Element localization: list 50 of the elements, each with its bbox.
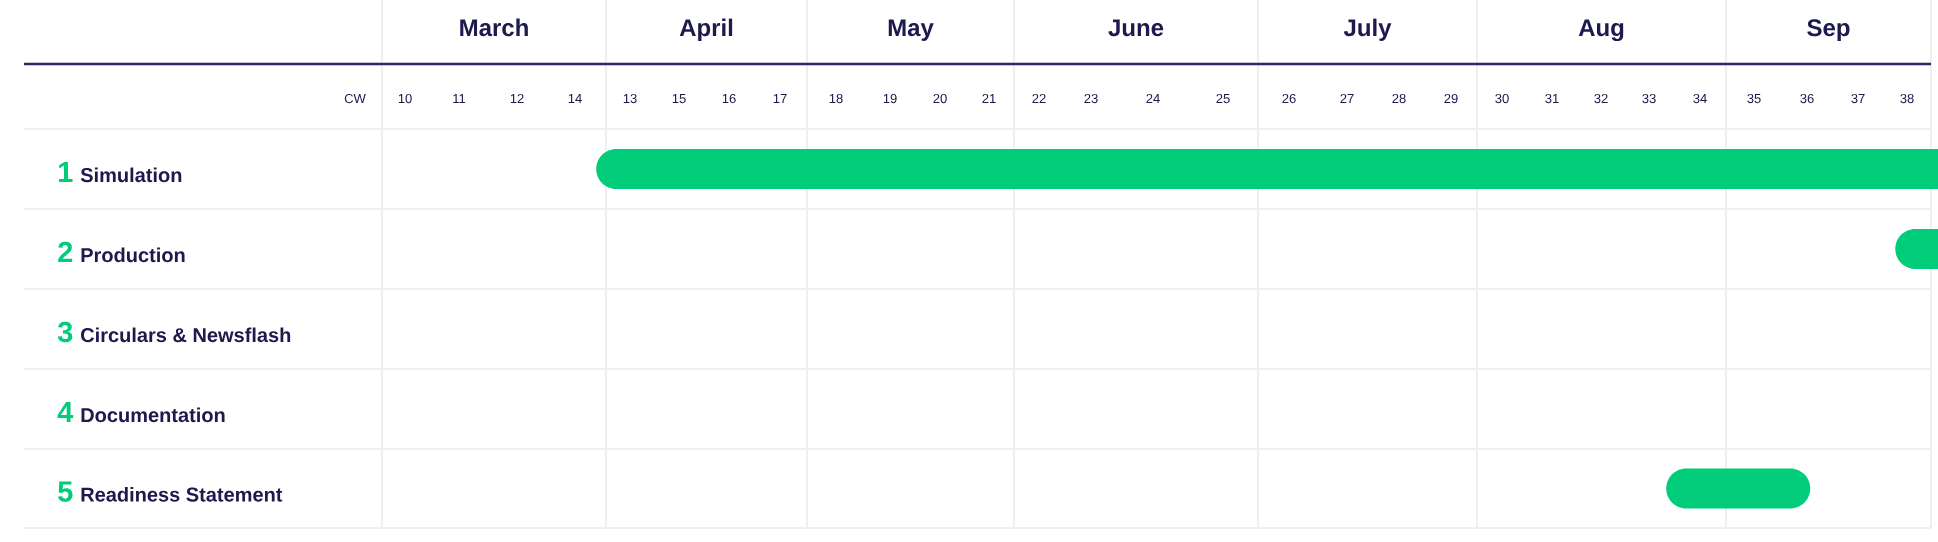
- month-label: April: [679, 18, 733, 41]
- task-bar: [596, 149, 1938, 189]
- week-number: 25: [1216, 93, 1230, 104]
- row-number: 4: [57, 402, 74, 422]
- week-number: 34: [1693, 93, 1707, 104]
- week-number: 20: [933, 93, 947, 104]
- task-name: Circulars & Newsflash: [81, 327, 291, 343]
- week-number: 10: [398, 93, 412, 104]
- row-number: 3: [57, 321, 73, 343]
- month-label: May: [888, 19, 934, 41]
- month-label: Sep: [1807, 19, 1850, 41]
- week-number: 12: [510, 93, 524, 103]
- task-name: Readiness Statement: [81, 487, 283, 502]
- week-number: 35: [1747, 93, 1761, 104]
- month-label: March: [460, 18, 528, 37]
- month-label: Aug: [1578, 19, 1624, 42]
- week-number: 18: [829, 93, 843, 104]
- week-number: 28: [1392, 93, 1406, 104]
- task-bar: [1895, 229, 1938, 269]
- week-number: 19: [883, 93, 897, 104]
- row-number: 1: [59, 162, 73, 182]
- task-name: Documentation: [81, 407, 225, 423]
- week-number: 38: [1900, 93, 1914, 104]
- month-label: June: [1108, 19, 1164, 37]
- week-number: 26: [1282, 93, 1296, 104]
- task-name: Production: [81, 247, 185, 263]
- week-number: 31: [1545, 93, 1559, 104]
- week-number: 29: [1444, 93, 1458, 104]
- week-number: 14: [568, 94, 582, 103]
- week-number: 22: [1032, 93, 1046, 103]
- row-number: 5: [58, 481, 73, 502]
- task-name: Simulation: [80, 167, 182, 183]
- week-number: 37: [1851, 93, 1865, 104]
- week-number: 21: [982, 93, 996, 103]
- column-heading: CW: [344, 93, 366, 104]
- week-number: 33: [1642, 93, 1656, 104]
- week-number: 23: [1084, 93, 1098, 104]
- month-label: July: [1343, 18, 1392, 41]
- task-bar: [1666, 468, 1811, 509]
- week-number: 17: [773, 94, 787, 103]
- week-number: 13: [623, 93, 637, 104]
- week-number: 27: [1340, 93, 1354, 103]
- week-number: 11: [453, 94, 466, 103]
- row-number: 2: [58, 241, 73, 262]
- week-number: 32: [1594, 93, 1608, 104]
- week-number: 36: [1800, 93, 1814, 104]
- week-number: 15: [672, 94, 686, 104]
- week-number: 24: [1146, 93, 1160, 103]
- week-number: 16: [722, 93, 736, 104]
- week-number: 30: [1495, 93, 1509, 104]
